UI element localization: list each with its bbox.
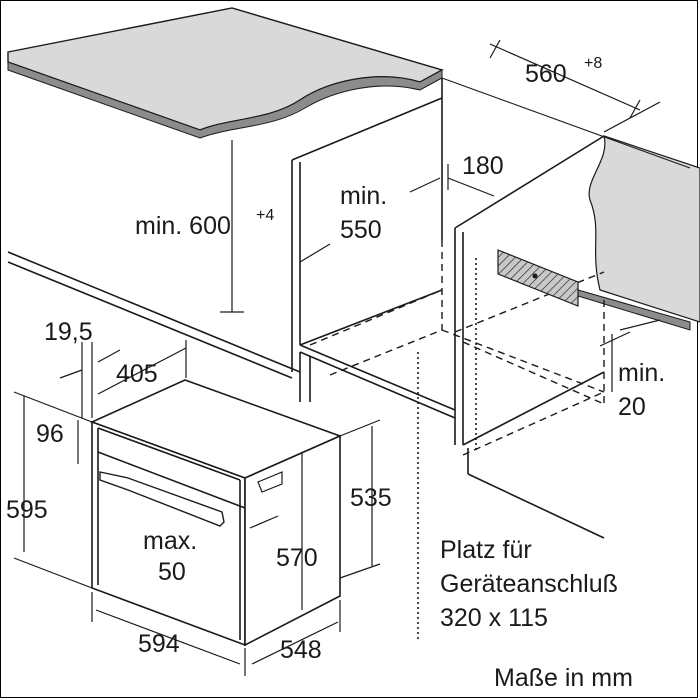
label-door-gap-value: 50 [158,558,186,586]
label-oven-depth: 548 [280,636,322,664]
label-body-height: 570 [276,544,318,572]
label-niche-height: min. 600 [135,212,231,240]
label-niche-width: 560 [525,60,567,88]
connection-box [497,249,579,307]
label-door-gap-max: max. [143,527,197,555]
label-niche-depth-min: min. [340,182,387,210]
label-top-offset: 96 [36,420,64,448]
label-side-gap-min: min. [618,359,665,387]
label-back-gap: 180 [462,152,504,180]
oven [89,379,343,647]
wall-right [577,135,700,331]
label-connection-line3: 320 x 115 [440,604,548,632]
label-side-gap-value: 20 [618,393,646,421]
hidden-lines [309,240,605,640]
label-oven-height-body: 535 [350,484,392,512]
labels: 560 +8 min. 600 +4 min. 550 180 min. 20 … [6,55,665,692]
niche-cabinet [7,77,691,539]
label-oven-width: 594 [138,630,180,658]
label-connection-line1: Platz für [440,536,532,564]
label-niche-height-tolerance: +4 [256,207,274,224]
dimension-lines [13,39,661,676]
worktop [7,7,444,139]
label-front-thickness: 19,5 [44,318,93,346]
label-niche-width-tolerance: +8 [584,55,602,72]
label-oven-height-total: 595 [6,496,48,524]
label-niche-depth-value: 550 [340,216,382,244]
label-units: Maße in mm [494,664,633,692]
label-oven-width-inner: 405 [116,360,158,388]
label-connection-line2: Geräteanschluß [440,570,618,598]
